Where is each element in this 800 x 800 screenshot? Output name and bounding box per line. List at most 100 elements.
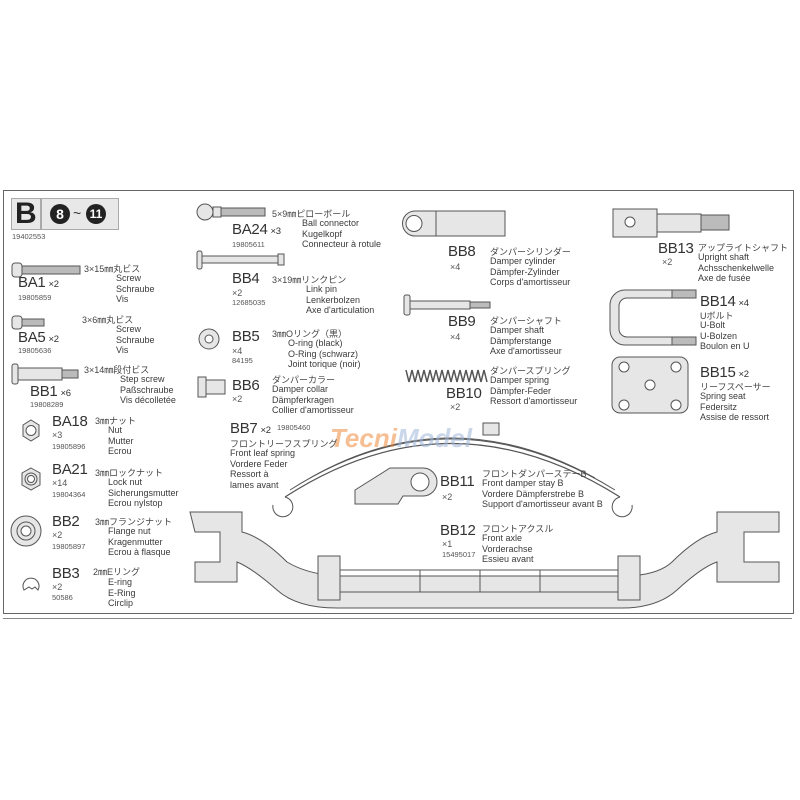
part-name-en: Front damper stay B (482, 478, 564, 488)
part-label-bb2: BB2 (52, 513, 80, 530)
part-label-ba1: BA1×2 (18, 274, 59, 291)
part-name-jp: Uボルト (700, 311, 734, 321)
part-quantity: ×2 (738, 369, 750, 380)
part-name-fr: Axe d'amortisseur (490, 346, 562, 356)
flange-nut-bb2-drawing (10, 515, 42, 547)
part-name-de: Vorderachse (482, 543, 533, 554)
part-name-fr: Vis (116, 294, 129, 304)
part-name-jp: 3×14㎜段付ビス (84, 365, 150, 375)
part-id: BB11 (440, 473, 475, 490)
part-id: BB15 (700, 364, 736, 381)
part-name-jp: ダンパースプリング (490, 366, 571, 376)
leaf-spring-bb7-drawing (272, 422, 633, 518)
part-names: O-ring (black)O-Ring (schwarz)Joint tori… (288, 338, 361, 370)
part-name-fr: Joint torique (noir) (288, 359, 361, 369)
part-name-en: Lock nut (108, 477, 143, 487)
part-name-en: Front leaf spring (230, 448, 296, 458)
part-name-de: Lenkerbolzen (306, 294, 361, 305)
part-name-de: Kugelkopf (302, 228, 343, 239)
step-to-badge: 11 (86, 204, 106, 224)
part-quantity: ×4 (232, 346, 243, 356)
part-quantity: ×2 (52, 582, 63, 592)
part-label-bb11: BB11 (440, 473, 475, 490)
part-name-de: Schraube (116, 283, 155, 294)
part-name-jp: フロントリーフスプリング (230, 439, 338, 449)
part-quantity: ×2 (662, 257, 673, 267)
part-name-jp: 3×19㎜リンクピン (272, 275, 347, 285)
step-separator: ~ (73, 205, 82, 221)
watermark-part1: Tecni (330, 423, 397, 453)
part-name-jp: 3×15㎜丸ビス (84, 264, 141, 274)
part-label-bb7: BB7×2 (230, 420, 271, 437)
part-code: 19805896 (52, 442, 86, 451)
part-id: BB10 (446, 385, 482, 402)
part-name-fr: Vis décolletée (120, 395, 176, 405)
part-name-en: O-ring (black) (288, 338, 343, 348)
part-quantity: ×2 (260, 425, 271, 436)
part-name-de: Kragenmutter (108, 536, 163, 547)
part-label-bb14: BB14×4 (700, 293, 749, 310)
part-id: BB9 (448, 313, 476, 330)
step-from-badge: 8 (50, 204, 70, 224)
part-name-en: Front axle (482, 533, 523, 543)
part-quantity: ×2 (450, 402, 461, 412)
part-quantity: ×2 (442, 492, 453, 502)
part-code: 50586 (52, 593, 73, 602)
part-label-bb15: BB15×2 (700, 364, 749, 381)
part-name-fr: Essieu avant (482, 554, 534, 564)
part-name-en: Screw (116, 324, 142, 334)
part-id: BB14 (700, 293, 736, 310)
part-quantity: ×6 (60, 388, 71, 399)
part-id: BB2 (52, 513, 80, 530)
part-name-fr: Ecrou nylstop (108, 498, 163, 508)
part-name-en: Step screw (120, 374, 165, 384)
part-code: 19805611 (232, 240, 265, 249)
part-code: 19805897 (52, 542, 86, 551)
damper-collar-bb6-drawing (197, 376, 226, 398)
part-code: 19804364 (52, 490, 86, 499)
part-name-fr: Axe de fusée (698, 273, 751, 283)
part-code: 12685035 (232, 298, 266, 307)
part-label-ba18: BA18 (52, 413, 88, 430)
part-quantity: ×3 (270, 226, 282, 237)
part-name-jp: リーフスペーサー (700, 382, 771, 392)
watermark: TecniModel (330, 423, 472, 454)
part-quantity: ×2 (232, 394, 243, 404)
part-name-fr: Vis (116, 345, 129, 355)
part-quantity: ×14 (52, 478, 68, 488)
part-name-jp: フロントアクスル (482, 524, 554, 534)
part-name-fr: Collier d'amortisseur (272, 405, 354, 415)
part-name-de: Schraube (116, 334, 155, 345)
part-quantity: ×2 (48, 279, 59, 290)
part-name-jp: 2㎜Eリング (93, 567, 141, 577)
part-name-en: Damper shaft (490, 325, 545, 335)
part-id: BB3 (52, 565, 80, 582)
part-name-fr: Ressort à (230, 469, 269, 479)
part-quantity: ×4 (450, 332, 461, 342)
steps-box: 8 ~ 11 (41, 198, 119, 230)
watermark-part2: Model (396, 423, 473, 453)
link-pin-bb4-drawing (196, 250, 285, 270)
part-code: 19805859 (18, 293, 52, 302)
part-name-de: Dämpfer-Feder (490, 385, 552, 396)
part-id: BB8 (448, 243, 476, 260)
section-letter-box: B (11, 197, 41, 230)
part-name-de: O-Ring (schwarz) (288, 348, 359, 359)
section-letter: B (15, 197, 37, 230)
part-name-jp: ダンパーシリンダー (490, 247, 571, 257)
part-name-jp: アップライトシャフト (698, 243, 789, 253)
